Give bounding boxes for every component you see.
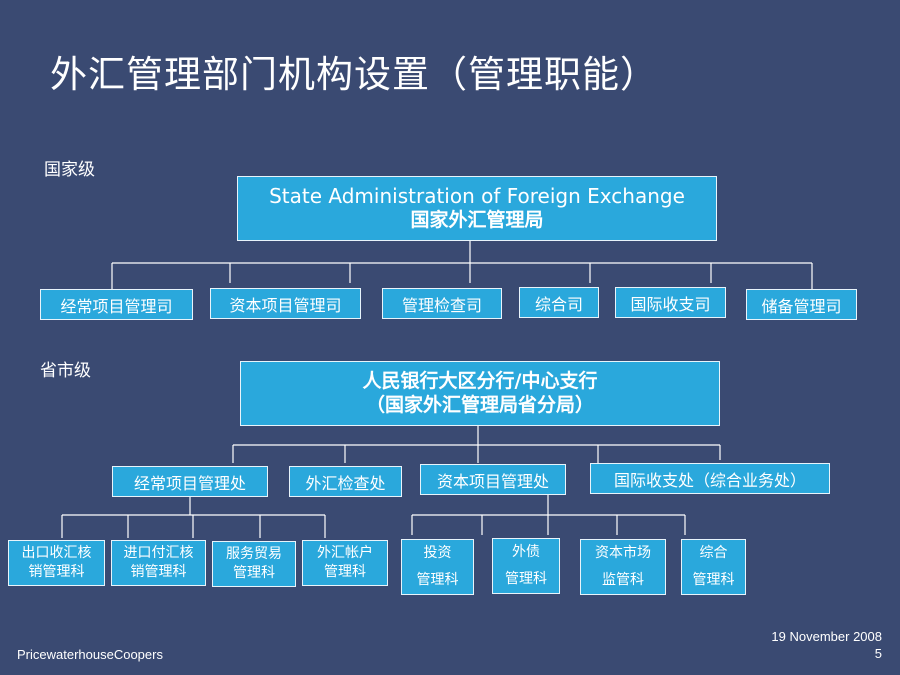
- section-line: 资本市场: [595, 545, 651, 562]
- pboc-branch-box: 人民银行大区分行/中心支行 （国家外汇管理局省分局）: [240, 361, 720, 426]
- division-capital-account: 资本项目管理处: [420, 464, 566, 495]
- safe-name-en: State Administration of Foreign Exchange: [269, 184, 685, 209]
- page-title: 外汇管理部门机构设置（管理职能）: [50, 53, 658, 96]
- dept-inspection: 管理检查司: [382, 288, 502, 319]
- provincial-level-label: 省市级: [40, 361, 91, 381]
- section-import-verification: 进口付汇核 销管理科: [111, 540, 206, 586]
- footer-company: PricewaterhouseCoopers: [17, 647, 163, 662]
- section-line: 出口收汇核: [21, 545, 92, 562]
- section-line: 投资: [423, 545, 452, 562]
- section-line: 管理科: [233, 565, 275, 581]
- footer-meta: 19 November 2008 5: [771, 629, 882, 663]
- section-fx-account: 外汇帐户 管理科: [302, 540, 388, 586]
- dept-current-account: 经常项目管理司: [40, 289, 193, 320]
- section-line: 销管理科: [130, 564, 187, 580]
- dept-reserve: 储备管理司: [746, 289, 857, 320]
- section-export-verification: 出口收汇核 销管理科: [8, 540, 105, 586]
- section-line: 监管科: [602, 572, 644, 588]
- section-line: 管理科: [416, 572, 459, 588]
- section-general-management: 综合 管理科: [681, 539, 746, 595]
- dept-balance-of-payments: 国际收支司: [615, 287, 726, 318]
- section-line: 销管理科: [28, 564, 85, 580]
- safe-head-box: State Administration of Foreign Exchange…: [237, 176, 717, 241]
- section-foreign-debt: 外债 管理科: [492, 538, 560, 594]
- division-balance-of-payments: 国际收支处（综合业务处）: [590, 463, 830, 494]
- section-line: 管理科: [324, 564, 366, 580]
- section-line: 管理科: [505, 571, 547, 587]
- pboc-branch-line1: 人民银行大区分行/中心支行: [362, 369, 598, 392]
- division-current-account: 经常项目管理处: [112, 466, 268, 497]
- section-line: 综合: [699, 545, 728, 562]
- section-capital-market: 资本市场 监管科: [580, 539, 666, 595]
- section-investment: 投资 管理科: [401, 539, 474, 595]
- safe-name-cn: 国家外汇管理局: [410, 209, 544, 232]
- section-line: 外债: [512, 544, 540, 561]
- section-line: 服务贸易: [226, 546, 282, 563]
- dept-capital-account: 资本项目管理司: [210, 288, 361, 319]
- section-line: 外汇帐户: [317, 545, 373, 562]
- division-inspection: 外汇检查处: [289, 466, 402, 497]
- section-line: 进口付汇核: [123, 545, 194, 562]
- footer-date: 19 November 2008: [771, 629, 882, 644]
- section-service-trade: 服务贸易 管理科: [212, 541, 296, 587]
- pboc-branch-line2: （国家外汇管理局省分局）: [365, 393, 594, 416]
- footer-page-number: 5: [874, 645, 882, 661]
- dept-general: 综合司: [519, 287, 599, 318]
- national-level-label: 国家级: [44, 160, 95, 180]
- section-line: 管理科: [692, 572, 735, 588]
